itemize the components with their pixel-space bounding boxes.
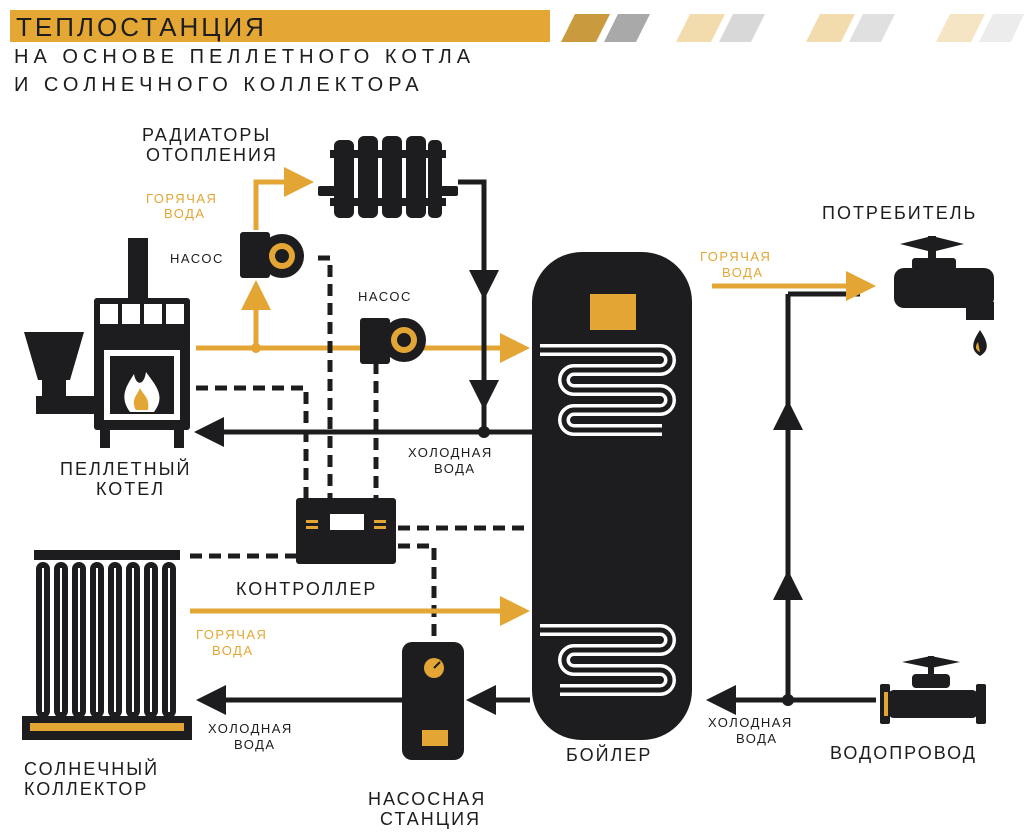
pipe-radiator-return: [458, 179, 487, 430]
water-main-icon: [880, 656, 986, 724]
cold-water-label-solar-1: ХОЛОДНАЯ: [208, 721, 293, 736]
cold-water-label-right-1: ХОЛОДНАЯ: [708, 715, 793, 730]
pump-station-label-1: НАСОСНАЯ: [368, 789, 487, 809]
cold-water-label-solar-2: ВОДА: [234, 737, 276, 752]
radiators-label-1: РАДИАТОРЫ: [142, 125, 272, 145]
pump-station-label-2: СТАНЦИЯ: [380, 809, 482, 829]
pump-2-label: НАСОС: [358, 289, 412, 304]
cold-water-label-mid-1: ХОЛОДНАЯ: [408, 445, 493, 460]
pump-2-icon: [360, 318, 426, 364]
water-main-label: ВОДОПРОВОД: [830, 743, 977, 763]
cold-water-label-mid-2: ВОДА: [434, 461, 476, 476]
pellet-boiler-label-1: ПЕЛЛЕТНЫЙ: [60, 459, 192, 479]
controller-icon: [296, 498, 396, 564]
hot-water-label-solar-1: ГОРЯЧАЯ: [196, 627, 268, 642]
pump-1-icon: [240, 232, 304, 278]
title-bar: [10, 10, 550, 42]
consumer-label: ПОТРЕБИТЕЛЬ: [822, 203, 978, 223]
pipe-to-radiators: [253, 167, 314, 230]
solar-collector-icon: [22, 550, 192, 740]
controller-label: КОНТРОЛЛЕР: [236, 579, 378, 599]
radiators-label-2: ОТОПЛЕНИЯ: [146, 145, 278, 165]
solar-label-2: КОЛЛЕКТОР: [24, 779, 149, 799]
pellet-boiler-icon: [24, 238, 190, 448]
radiator-icon: [318, 136, 458, 218]
page-title: ТЕПЛОСТАНЦИЯ: [16, 12, 267, 42]
tank-label: БОЙЛЕР: [566, 745, 653, 765]
control-lines: [190, 255, 524, 636]
pump-1-label: НАСОС: [170, 251, 224, 266]
pump-station-icon: [402, 642, 464, 760]
header-stripes: [561, 14, 1024, 42]
hot-water-label-right-2: ВОДА: [722, 265, 764, 280]
cold-water-label-right-2: ВОДА: [736, 731, 778, 746]
hot-water-label-right-1: ГОРЯЧАЯ: [700, 249, 772, 264]
hot-water-label-top-2: ВОДА: [164, 206, 206, 221]
tap-icon: [894, 236, 994, 356]
subtitle-line-2: И СОЛНЕЧНОГО КОЛЛЕКТОРА: [14, 74, 424, 96]
hot-water-label-solar-2: ВОДА: [212, 643, 254, 658]
pellet-boiler-label-2: КОТЕЛ: [96, 479, 166, 499]
tank-icon: [532, 252, 692, 740]
solar-label-1: СОЛНЕЧНЫЙ: [24, 759, 160, 779]
subtitle-line-1: НА ОСНОВЕ ПЕЛЛЕТНОГО КОТЛА: [14, 46, 476, 68]
hot-water-label-top-1: ГОРЯЧАЯ: [146, 191, 218, 206]
